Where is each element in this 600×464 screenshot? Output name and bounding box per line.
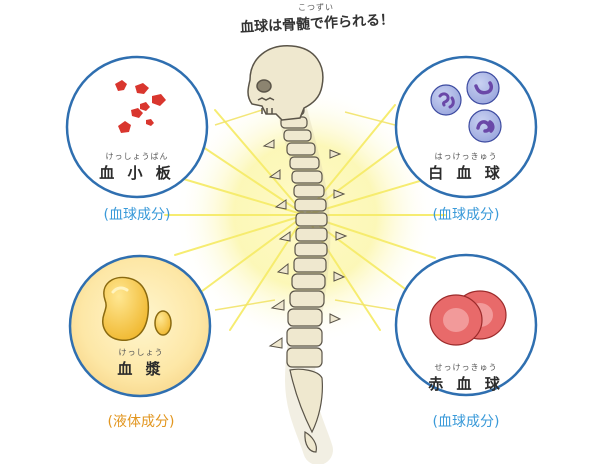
platelet-category: (血球成分): [103, 207, 171, 223]
white-cell-name: 白 血 球: [428, 164, 504, 182]
heading-ruby: こつずい: [298, 3, 334, 12]
red-cell-icon: [429, 290, 507, 346]
red-cell-ruby: せっけっきゅう: [434, 363, 498, 372]
plasma-icon: [102, 276, 172, 341]
connector-red-cell: [334, 299, 396, 311]
white-cell-circle: [394, 55, 538, 199]
connector-white-cell: [344, 111, 396, 126]
connector-platelet: [214, 109, 263, 126]
red-cell-category: (血球成分): [432, 414, 500, 430]
white-cell-ruby: はっけっきゅう: [434, 152, 498, 161]
platelet-name: 血 小 板: [99, 164, 175, 182]
platelet-ruby: けっしょうばん: [105, 152, 169, 161]
connector-plasma: [214, 299, 276, 311]
plasma-name: 血 漿: [117, 360, 165, 378]
red-cell-name: 赤 血 球: [428, 375, 504, 393]
plasma-ruby: けっしょう: [118, 348, 164, 357]
platelet-icon: [115, 80, 166, 133]
plasma-category: (液体成分): [107, 414, 175, 430]
white-cell-icon: [430, 71, 502, 143]
platelet-circle: [65, 55, 209, 199]
white-cell-category: (血球成分): [432, 207, 500, 223]
skull: [247, 45, 324, 121]
